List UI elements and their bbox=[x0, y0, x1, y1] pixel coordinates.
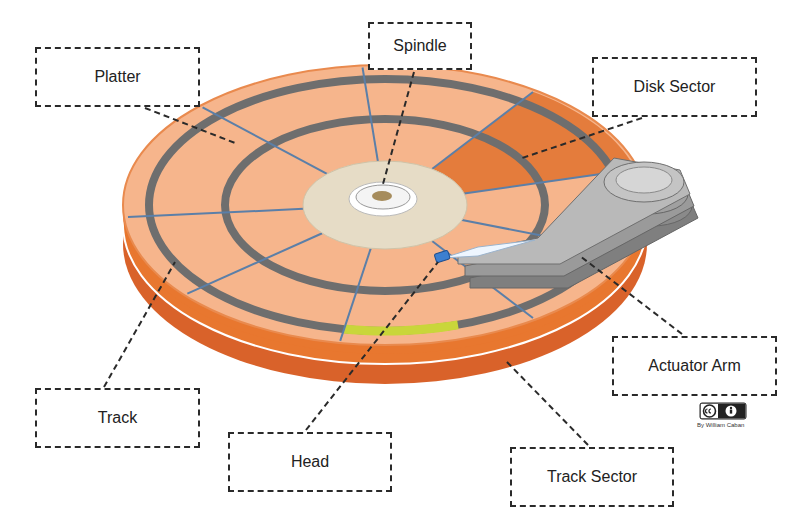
sector-line bbox=[128, 209, 303, 217]
part-label: Track Sector bbox=[539, 468, 645, 486]
track-ring bbox=[149, 79, 621, 331]
label-box: Track bbox=[35, 388, 200, 448]
label-box: Actuator Arm bbox=[612, 336, 777, 396]
part-label: Actuator Arm bbox=[640, 357, 748, 375]
read-write-head bbox=[434, 250, 450, 263]
part-label: Disk Sector bbox=[626, 78, 724, 96]
spindle-ring bbox=[349, 182, 417, 216]
sector-line bbox=[187, 233, 322, 293]
part-label: Head bbox=[283, 453, 337, 471]
track-sector-arc bbox=[344, 325, 458, 331]
spindle-ring bbox=[356, 185, 410, 209]
part-label: Track bbox=[90, 409, 145, 427]
part-label: Platter bbox=[86, 68, 148, 86]
actuator-arm bbox=[443, 158, 698, 288]
sector-line bbox=[363, 68, 378, 162]
label-box: Head bbox=[228, 432, 392, 492]
label-box: Disk Sector bbox=[592, 57, 757, 117]
sector-line bbox=[203, 107, 327, 173]
label-box: Track Sector bbox=[510, 447, 674, 507]
label-box: Spindle bbox=[368, 22, 472, 70]
label-box: Platter bbox=[35, 47, 200, 107]
spindle-axis bbox=[372, 191, 392, 201]
platter-surface bbox=[123, 65, 647, 345]
part-label: Spindle bbox=[385, 37, 454, 55]
sector-line bbox=[432, 92, 533, 169]
spindle-hub bbox=[303, 161, 467, 249]
credit-note: By William Caban bbox=[697, 422, 744, 428]
sector-line bbox=[340, 248, 371, 341]
cc-badge bbox=[700, 403, 746, 419]
